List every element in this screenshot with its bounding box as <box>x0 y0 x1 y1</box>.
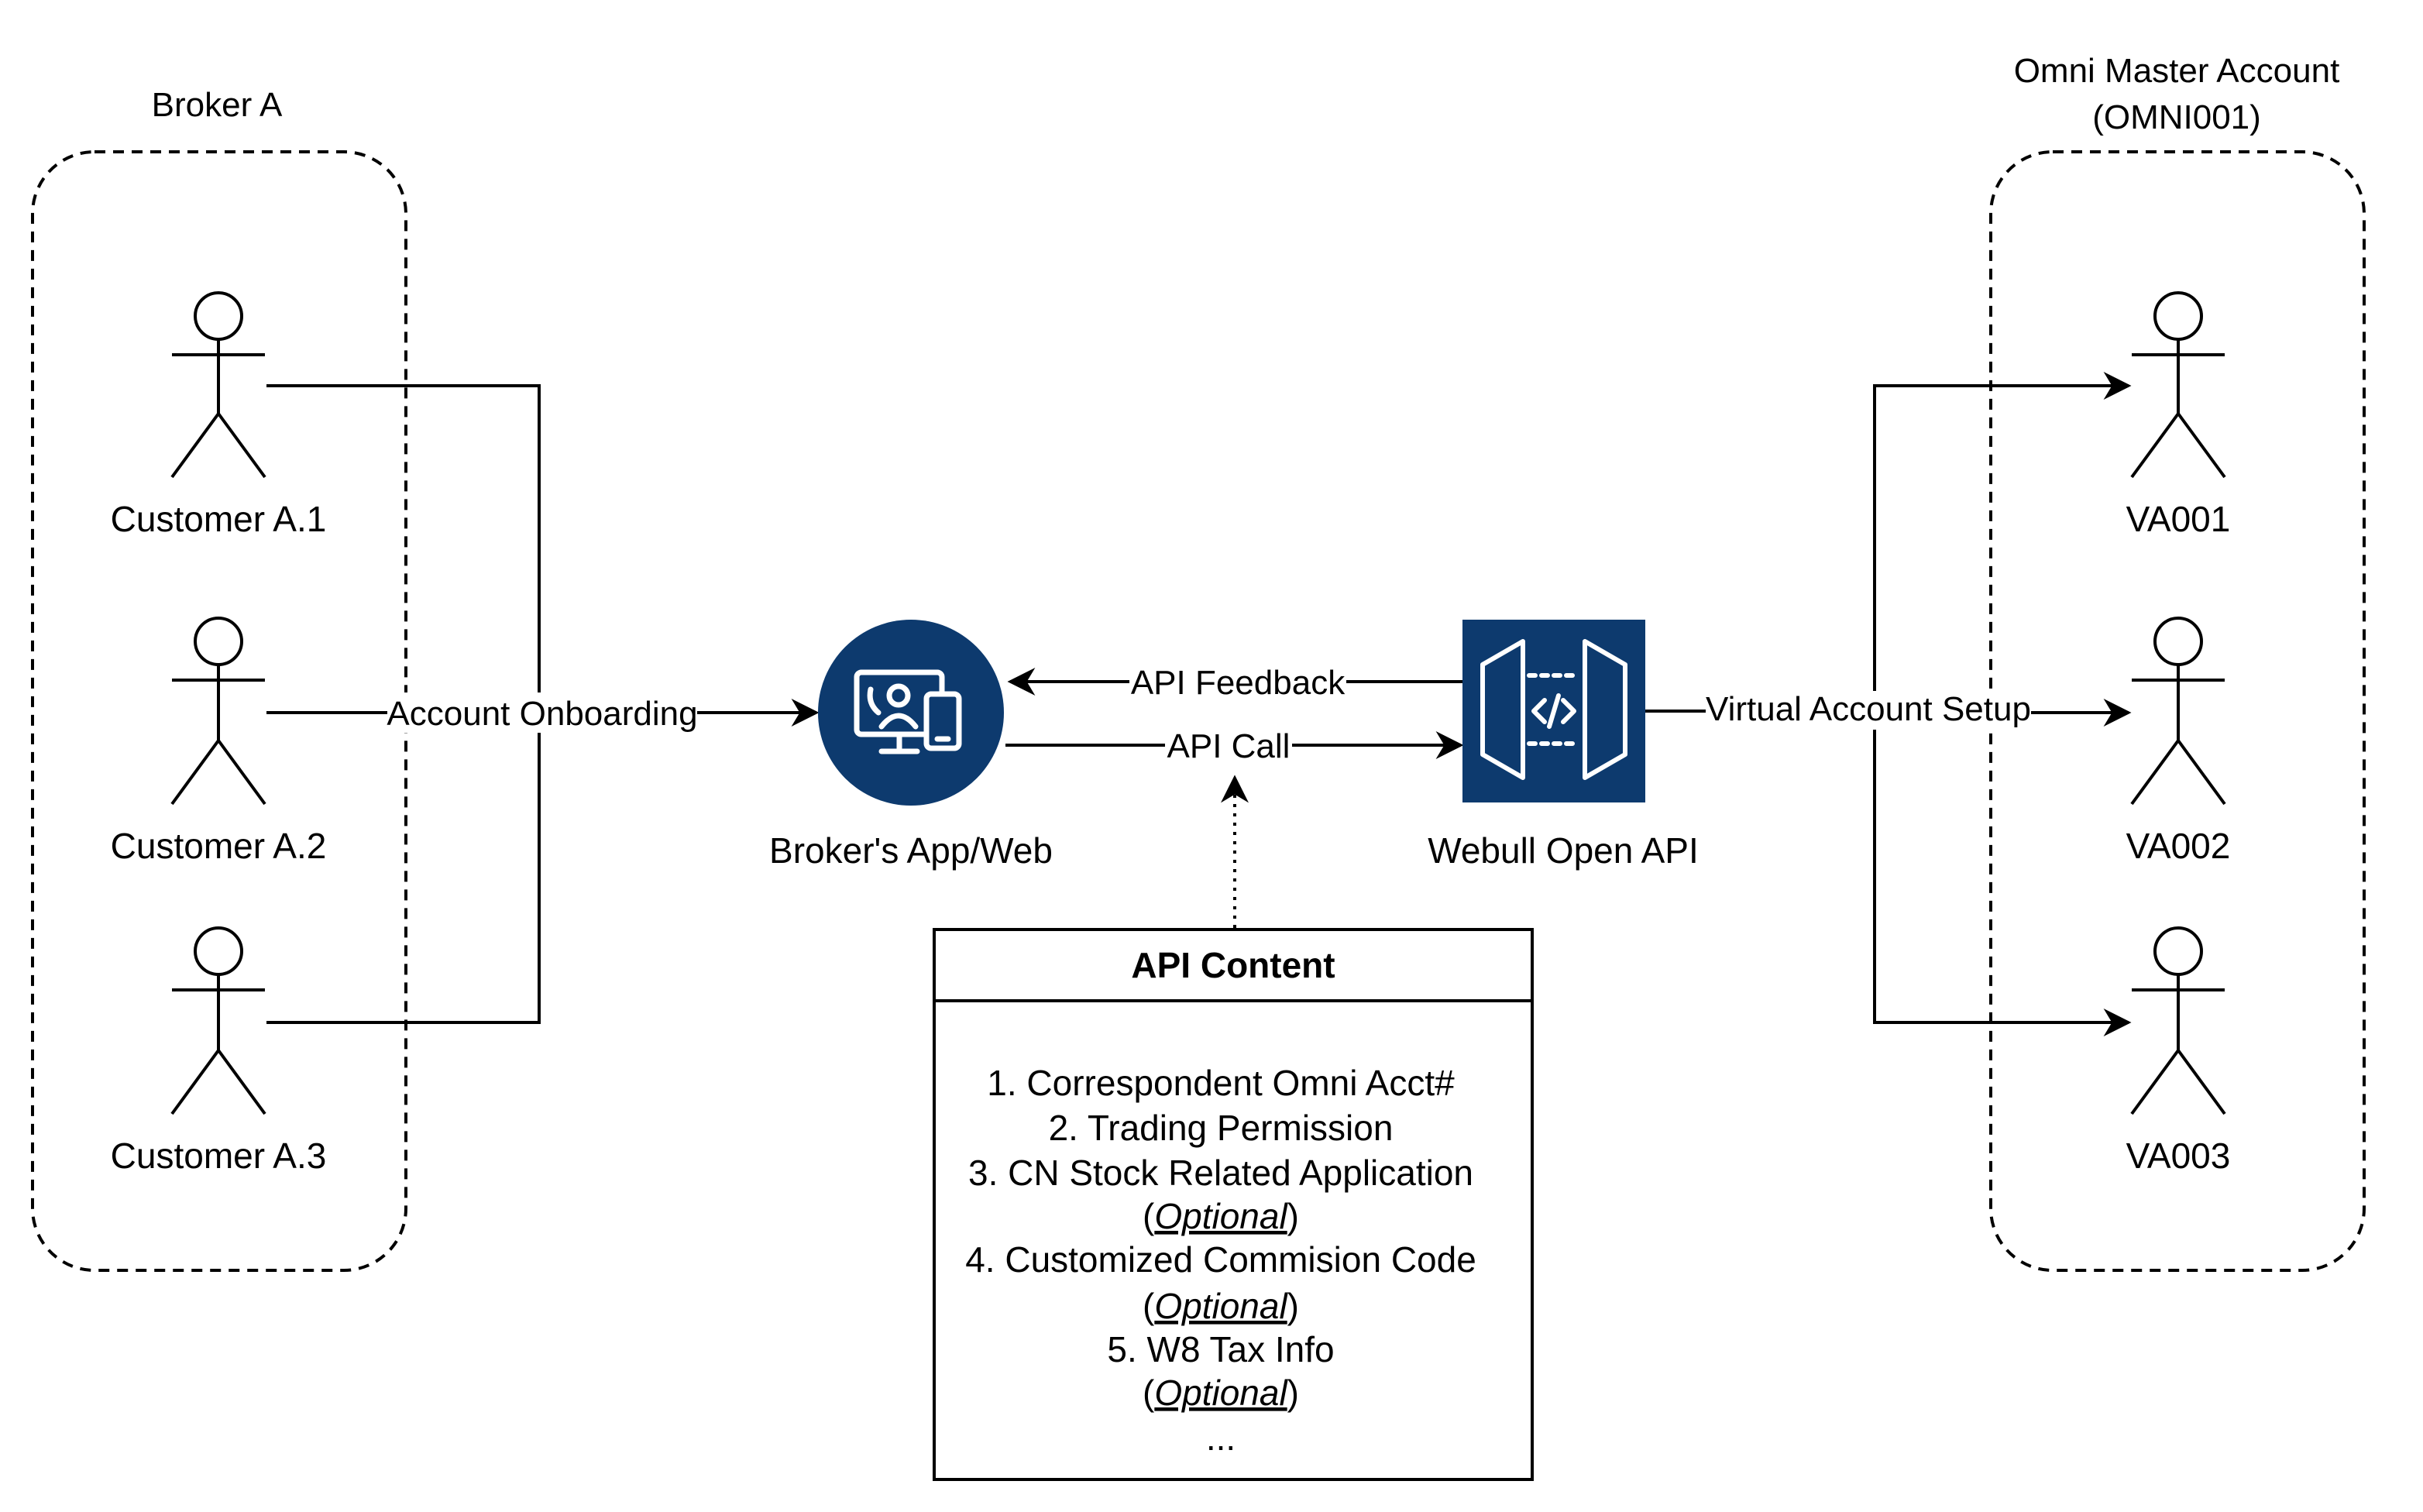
broker-app-circle <box>818 620 1004 806</box>
api-content-item-2: 2. Trading Permission <box>1049 1108 1394 1148</box>
api-content-title: API Content <box>1131 945 1335 985</box>
broker-app-node[interactable] <box>818 620 1004 806</box>
omni-group-id: (OMNI001) <box>2092 98 2261 136</box>
va-actor-1 <box>2130 291 2226 479</box>
api-content-item-1: 1. Correspondent Omni Acct# <box>987 1063 1455 1103</box>
api-call-label-bg <box>1165 727 1292 765</box>
omni-group-title: Omni Master Account <box>2014 52 2340 90</box>
api-content-ellipsis: ... <box>1206 1418 1236 1458</box>
va-label-1: VA001 <box>2126 499 2231 539</box>
api-content-item-3: 3. CN Stock Related Application <box>968 1153 1473 1193</box>
va-setup-arrow-1 <box>1873 372 2132 713</box>
devices-icon <box>854 669 962 754</box>
connector-customer-3 <box>266 713 541 1024</box>
connector-customer-1 <box>266 384 541 713</box>
account-onboarding-label: Account Onboarding <box>387 695 697 733</box>
api-gateway-icon <box>1480 639 1627 780</box>
customer-label-2: Customer A.2 <box>111 826 327 866</box>
customer-label-3: Customer A.3 <box>111 1136 327 1176</box>
api-content-optional-3: (Optional) <box>1143 1196 1299 1236</box>
api-content-item-5: 5. W8 Tax Info <box>1107 1329 1334 1369</box>
webull-api-node[interactable] <box>1462 620 1645 802</box>
broker-app-label: Broker's App/Web <box>769 830 1053 871</box>
api-content-optional-5: (Optional) <box>1143 1373 1299 1413</box>
account-onboarding-label-bg <box>387 692 697 733</box>
omni-group-container <box>1989 150 2366 1272</box>
customer-actor-2 <box>170 617 266 806</box>
va-actor-3 <box>2130 926 2226 1115</box>
customer-label-1: Customer A.1 <box>111 499 327 539</box>
api-content-box: API Content 1. Correspondent Omni Acct# … <box>933 928 1534 1481</box>
va-label-3: VA003 <box>2126 1136 2231 1176</box>
va-setup-arrow-3 <box>1873 713 2132 1036</box>
va-actor-2 <box>2130 617 2226 806</box>
va-setup-label: Virtual Account Setup <box>1706 690 2031 728</box>
broker-group-title: Broker A <box>152 86 283 124</box>
api-content-optional-4: (Optional) <box>1143 1286 1299 1326</box>
customer-actor-3 <box>170 926 266 1115</box>
webull-api-label: Webull Open API <box>1428 830 1698 871</box>
va-label-2: VA002 <box>2126 826 2231 866</box>
api-content-item-4: 4. Customized Commision Code <box>965 1239 1476 1280</box>
api-call-label: API Call <box>1167 727 1291 765</box>
api-feedback-label-bg <box>1129 663 1346 702</box>
customer-actor-1 <box>170 291 266 479</box>
api-feedback-label: API Feedback <box>1131 664 1346 702</box>
va-setup-label-bg <box>1706 691 2031 730</box>
